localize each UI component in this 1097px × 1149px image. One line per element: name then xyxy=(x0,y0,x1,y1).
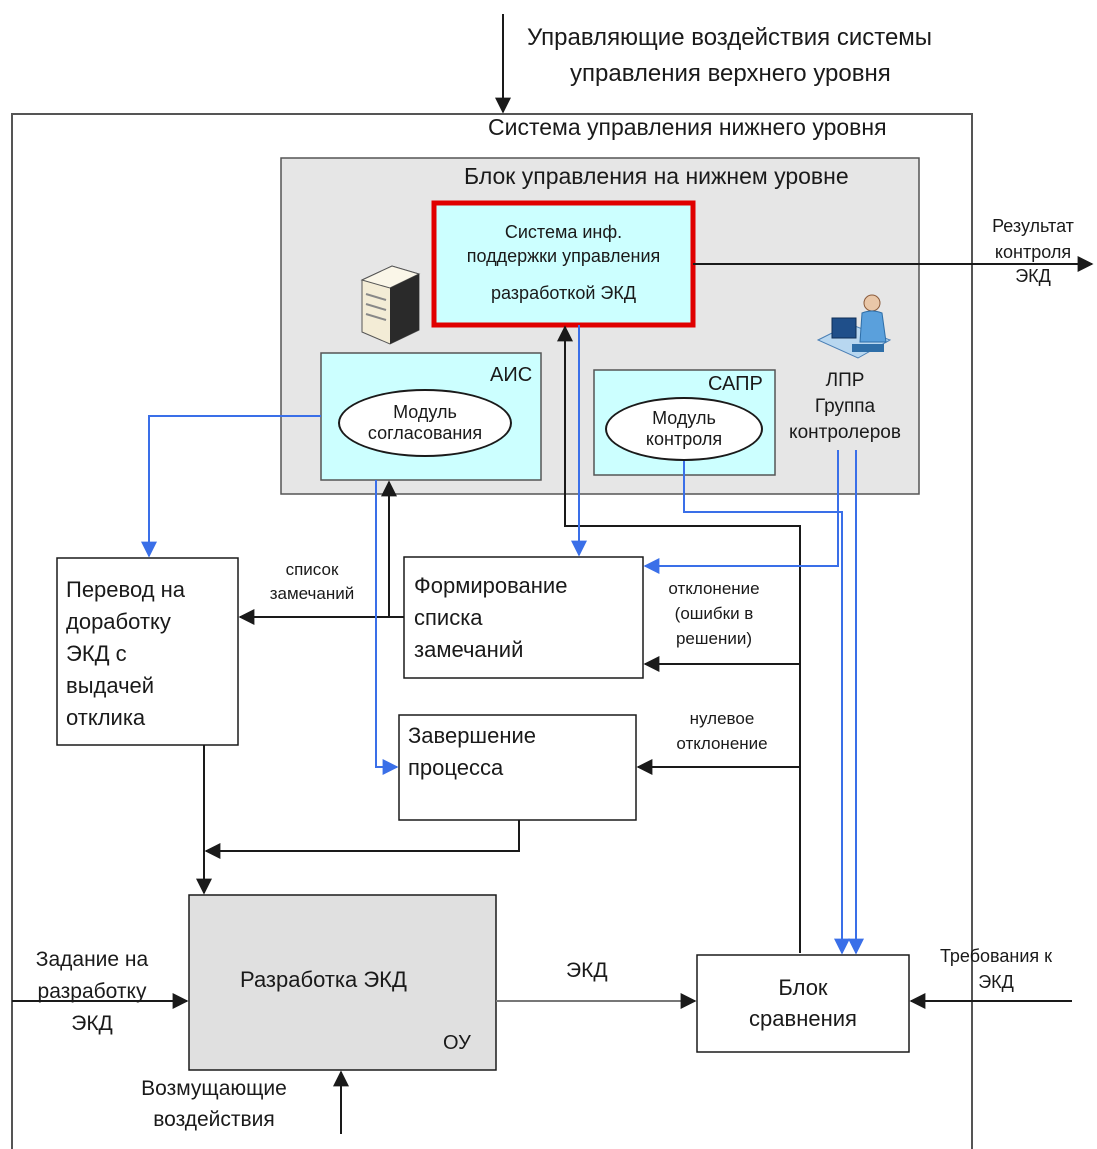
lpr-label-line3: контролеров xyxy=(789,422,901,443)
result-label-line1: Результат xyxy=(992,216,1074,236)
zero-deviation-label: нулевое отклонение xyxy=(676,709,768,753)
approval-module: Модуль согласования xyxy=(338,389,512,457)
compare-box xyxy=(696,954,910,1053)
remarks-list-label: список замечаний xyxy=(269,560,355,603)
server-icon xyxy=(360,265,421,345)
ais-label: АИС xyxy=(490,364,533,386)
disturbances-label: Возмущающие воздействия xyxy=(141,1077,287,1131)
outer-system-title: Система управления нижнего уровня xyxy=(488,114,887,140)
control-module: Модуль контроля xyxy=(605,397,763,461)
info-system-box xyxy=(431,200,696,328)
completion-box-text: Завершение процесса xyxy=(408,723,536,780)
black-connectors xyxy=(12,14,1094,1134)
top-input-label-line1: Управляющие воздействия системы xyxy=(527,24,933,51)
blue-connectors xyxy=(141,325,864,955)
remarks-box xyxy=(403,556,644,679)
ekd-label: ЭКД xyxy=(566,959,608,982)
deviation-label: отклонение (ошибки в решении) xyxy=(668,579,760,648)
lpr-label-line1: ЛПР xyxy=(825,370,865,391)
develop-box-corner-label: ОУ xyxy=(443,1032,471,1054)
result-label-line3: ЭКД xyxy=(1015,266,1051,286)
lpr-label-line2: Группа xyxy=(814,396,876,417)
requirements-label: Требования к ЭКД xyxy=(939,946,1053,992)
remarks-box-text: Формирование списка замечаний xyxy=(414,573,568,662)
result-label-line2: контроля xyxy=(994,242,1072,262)
outer-system-frame xyxy=(11,113,973,1149)
compare-box-text: Блок сравнения xyxy=(749,975,857,1031)
operator-at-computer-icon xyxy=(816,294,892,359)
develop-box xyxy=(188,894,497,1071)
rework-box xyxy=(56,557,239,746)
task-input-label: Задание на разработку ЭКД xyxy=(35,948,149,1035)
info-system-line2: поддержки управления xyxy=(466,246,661,266)
control-block-title: Блок управления на нижнем уровне xyxy=(464,163,849,189)
sapr-label: САПР xyxy=(708,373,763,395)
develop-box-title: Разработка ЭКД xyxy=(240,967,407,992)
info-system-line1: Система инф. xyxy=(504,222,623,242)
info-system-line3: разработкой ЭКД xyxy=(490,283,637,303)
rework-box-text: Перевод на доработку ЭКД с выдачей откли… xyxy=(66,577,186,730)
top-input-label-line2: управления верхнего уровня xyxy=(570,60,891,87)
completion-box xyxy=(398,714,637,821)
